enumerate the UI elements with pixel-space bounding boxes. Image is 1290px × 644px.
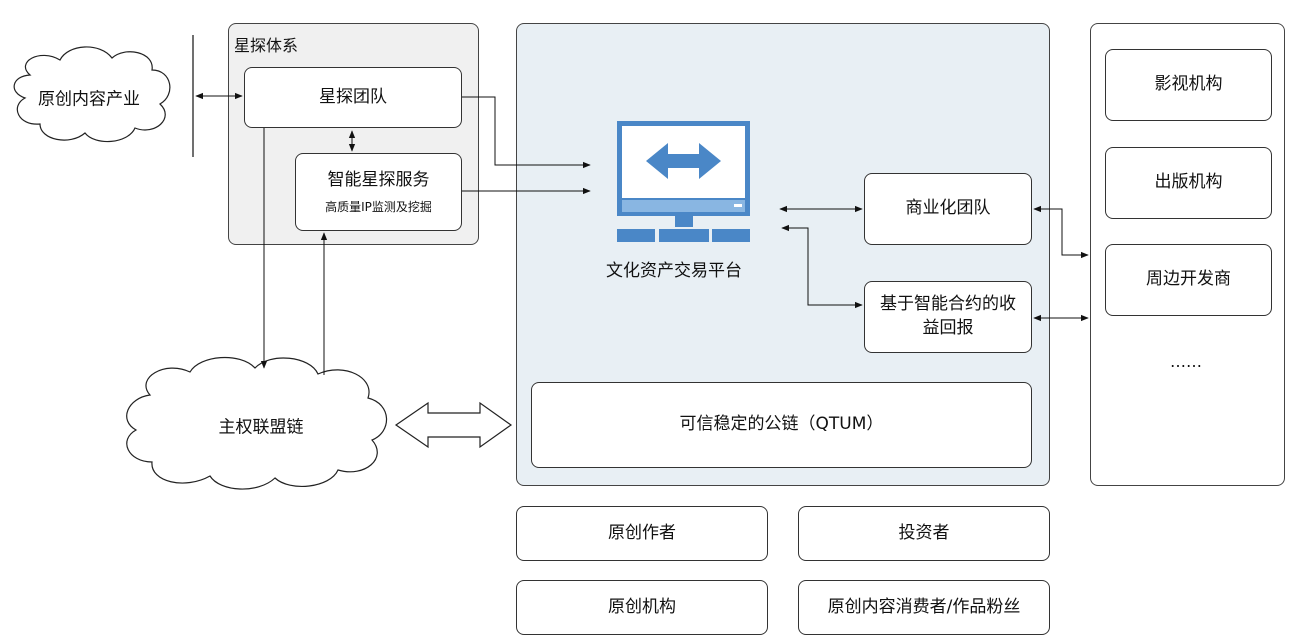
exchange-monitor-icon bbox=[617, 121, 750, 242]
chain-link-arrow bbox=[394, 401, 513, 449]
xingtan-team-box: 星探团队 bbox=[244, 67, 462, 128]
partner-merch: 周边开发商 bbox=[1105, 244, 1272, 316]
participant-consumer: 原创内容消费者/作品粉丝 bbox=[798, 580, 1050, 635]
smart-xingtan-service-box: 智能星探服务 高质量IP监测及挖掘 bbox=[295, 153, 462, 231]
xingtan-system-title: 星探体系 bbox=[234, 36, 299, 55]
industry-cloud bbox=[13, 46, 171, 143]
participant-author: 原创作者 bbox=[516, 506, 768, 561]
alliance-chain-cloud bbox=[126, 357, 388, 490]
participant-institution: 原创机构 bbox=[516, 580, 768, 635]
industry-cloud-label: 原创内容产业 bbox=[38, 89, 140, 110]
participant-investor: 投资者 bbox=[798, 506, 1050, 561]
commercial-team-box: 商业化团队 bbox=[864, 173, 1032, 245]
service-title: 智能星探服务 bbox=[327, 169, 430, 190]
public-chain-box: 可信稳定的公链（QTUM） bbox=[531, 382, 1032, 468]
service-subtitle: 高质量IP监测及挖掘 bbox=[325, 199, 432, 214]
partner-publisher: 出版机构 bbox=[1105, 147, 1272, 219]
partner-more: …… bbox=[1170, 352, 1202, 371]
platform-name: 文化资产交易平台 bbox=[606, 261, 742, 281]
smart-contract-box: 基于智能合约的收益回报 bbox=[864, 281, 1032, 353]
partner-film: 影视机构 bbox=[1105, 49, 1272, 121]
alliance-chain-label: 主权联盟链 bbox=[218, 417, 304, 438]
